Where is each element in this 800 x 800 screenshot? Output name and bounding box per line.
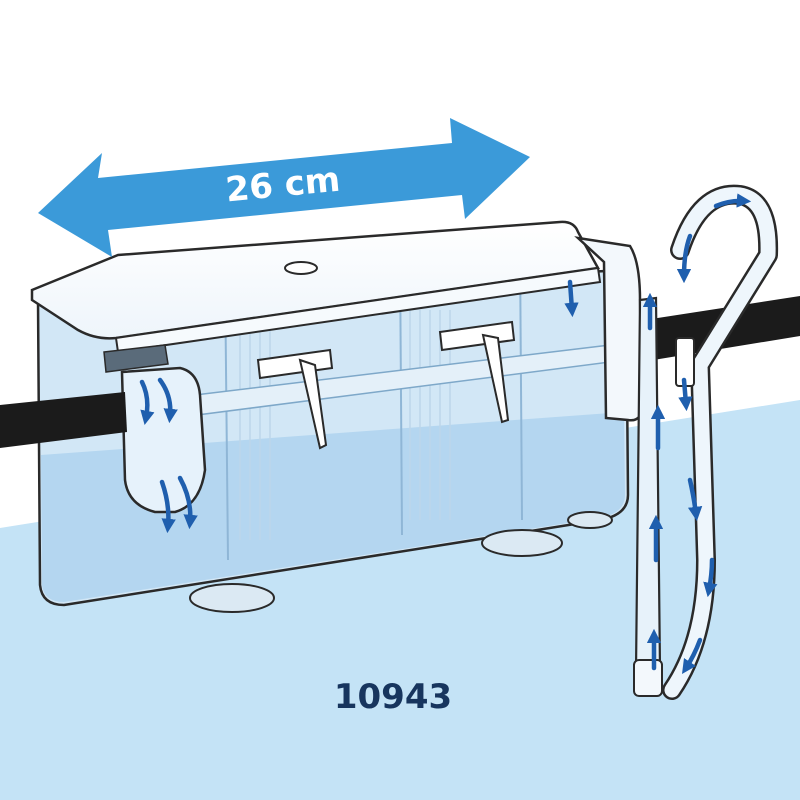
sponge-handle-right [438,320,516,424]
flow-arrow [157,377,178,424]
flow-arrow [159,479,176,534]
lid-hole [284,261,318,275]
sponge-lines [239,310,451,540]
intake-tube-cap [633,659,663,697]
flow-arrow [177,475,198,530]
suction-cups [189,511,613,613]
outflow-spout [120,366,207,514]
sponge-handle-left [256,348,334,450]
lid-front-edge [114,266,602,354]
dimension-arrow-shape [38,118,530,257]
dimension-arrow: 26 cm [38,118,530,257]
flow-arrow [713,193,752,209]
flow-arrow [678,377,693,412]
filter-box [30,220,644,613]
air-hose [662,184,779,700]
outflow-grille [103,344,169,373]
flow-arrow [676,233,693,284]
flow-arrows [139,193,752,674]
flow-arrow [139,379,155,426]
flow-arrow [682,637,703,674]
intake-tube-body [634,296,662,697]
flow-arrow [703,557,718,598]
rail-front-left [0,392,127,448]
intake-tube [633,296,663,697]
flow-arrow [687,477,703,522]
flow-arrow [564,279,579,318]
air-hose-inner [664,187,776,698]
product-code: 10943 [334,677,452,717]
